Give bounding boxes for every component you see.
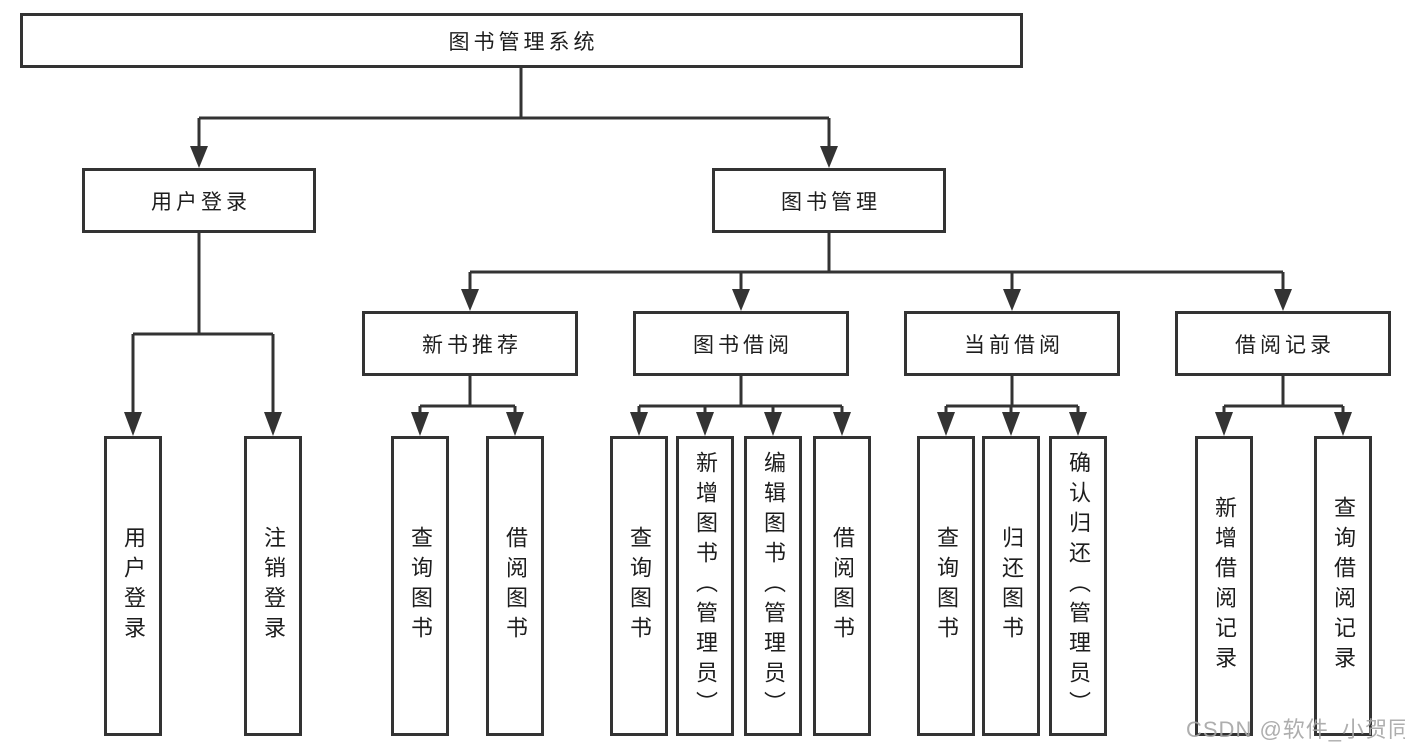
- node-user-login: 用户登录: [82, 168, 316, 233]
- node-new-book-recommendation: 新书推荐: [362, 311, 578, 376]
- leaf-newbook-borrow-books: 借阅图书: [486, 436, 544, 736]
- edge-newbook-to-leaves: [418, 376, 517, 412]
- leaf-newbook-query-books: 查询图书: [391, 436, 449, 736]
- node-book-management-system: 图书管理系统: [20, 13, 1023, 68]
- leaf-borrowing-query-books: 查询图书: [610, 436, 668, 736]
- edge-root-to-level2: [197, 68, 831, 146]
- edge-borrowing-to-leaves: [637, 376, 844, 412]
- leaf-current-query-books: 查询图书: [917, 436, 975, 736]
- node-book-management: 图书管理: [712, 168, 946, 233]
- leaf-records-query-borrow-record: 查询借阅记录: [1314, 436, 1372, 736]
- edge-records-to-leaves: [1222, 376, 1345, 412]
- leaf-current-return-books: 归还图书: [982, 436, 1040, 736]
- leaf-logout: 注销登录: [244, 436, 302, 736]
- edge-userlogin-to-leaves: [131, 233, 275, 412]
- arrowheads: [124, 146, 1352, 436]
- node-borrowing-records: 借阅记录: [1175, 311, 1391, 376]
- leaf-current-confirm-return-admin: 确认归还（管理员）: [1049, 436, 1107, 736]
- leaf-borrowing-add-books-admin: 新增图书（管理员）: [676, 436, 734, 736]
- csdn-watermark: CSDN @软件_小贺同学: [1186, 717, 1405, 742]
- node-book-borrowing: 图书借阅: [633, 311, 849, 376]
- node-current-borrowing: 当前借阅: [904, 311, 1120, 376]
- leaf-borrowing-borrow-books: 借阅图书: [813, 436, 871, 736]
- leaf-borrowing-edit-books-admin: 编辑图书（管理员）: [744, 436, 802, 736]
- leaf-user-login: 用户登录: [104, 436, 162, 736]
- edge-bookmgmt-to-level3: [468, 233, 1285, 289]
- leaf-records-add-borrow-record: 新增借阅记录: [1195, 436, 1253, 736]
- edge-current-to-leaves: [944, 376, 1080, 412]
